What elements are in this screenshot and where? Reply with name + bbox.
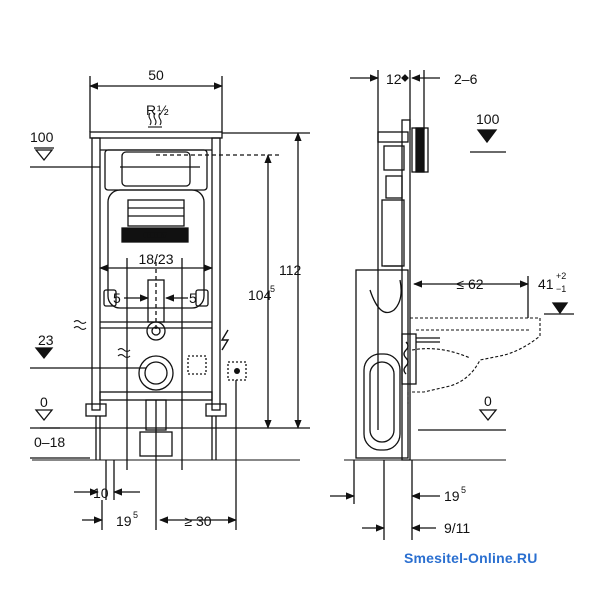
front-view: GEBERIT (30, 76, 310, 530)
left-offset-label: 5 (113, 290, 121, 306)
dim-height (40, 132, 310, 429)
connection-pipes (401, 333, 440, 385)
bottom-dim-19-5-front: 19 5 (116, 510, 138, 529)
water-inlet-symbol (148, 112, 162, 128)
level-23-front (30, 347, 146, 369)
thread-letter: R (146, 102, 156, 118)
height-41-main: 41 (538, 276, 554, 292)
side-depth-label: 12 (386, 71, 402, 87)
socket-left (187, 355, 207, 375)
watermark: Smesitel-Online.RU (404, 550, 538, 566)
bottom-dim-19-main: 19 (116, 513, 132, 529)
thread-label: R ½ (146, 102, 169, 118)
side-bottom-9-11-label: 9/11 (444, 520, 470, 536)
side-bottom-19-main: 19 (444, 488, 460, 504)
level-100-front (30, 147, 200, 168)
height-inner-main: 104 (248, 287, 272, 303)
side-bottom-19-5: 19 5 (444, 485, 466, 504)
height-total-label: 112 (279, 262, 302, 278)
level-0-front-label: 0 (40, 394, 48, 410)
dim-center-18-23 (99, 258, 213, 470)
bottom-dim-19-sup: 5 (133, 510, 138, 520)
height-41-label: 41 +2 −1 (538, 271, 566, 294)
cistern (104, 149, 208, 309)
water-supply-symbol (73, 319, 131, 359)
dim-depth-top (350, 70, 440, 430)
thread-fraction: ½ (157, 102, 169, 118)
level-100-side-label: 100 (476, 111, 500, 127)
level-23-label: 23 (38, 332, 54, 348)
side-frame (377, 119, 429, 461)
bottom-dim-30-label: ≥ 30 (184, 513, 211, 529)
bowl-dim-label: ≤ 62 (456, 276, 483, 292)
range-floor-label: 0–18 (34, 434, 65, 450)
side-clearance-label: 2–6 (454, 71, 478, 87)
side-wall (355, 269, 409, 459)
level-100-side (470, 129, 506, 153)
dim-width-50 (89, 76, 223, 132)
height-41-plus: +2 (556, 271, 566, 281)
level-100-front-label: 100 (30, 129, 54, 145)
wc-bowl (407, 317, 541, 404)
level-0-side-label: 0 (484, 393, 492, 409)
side-bottom-19-sup: 5 (461, 485, 466, 495)
dim-width-label: 50 (148, 67, 164, 83)
dim-bottom-front (74, 380, 237, 530)
level-0-front (30, 409, 300, 461)
electric-symbol (220, 329, 230, 351)
right-offset-label: 5 (189, 290, 197, 306)
height-inner-label: 104 5 (248, 284, 275, 303)
level-0-side (344, 409, 506, 461)
dim-bottom-side (330, 460, 440, 540)
side-view (330, 70, 574, 540)
height-inner-sup: 5 (270, 284, 275, 294)
bottom-dim-10-label: 10 (93, 485, 109, 501)
brand-plate: GEBERIT (144, 233, 166, 239)
height-41-minus: −1 (556, 284, 566, 294)
center-dim-label: 18/23 (138, 251, 173, 267)
socket-right (227, 361, 247, 381)
flush-pipe (103, 279, 209, 341)
dim-bowl-62 (413, 276, 574, 318)
